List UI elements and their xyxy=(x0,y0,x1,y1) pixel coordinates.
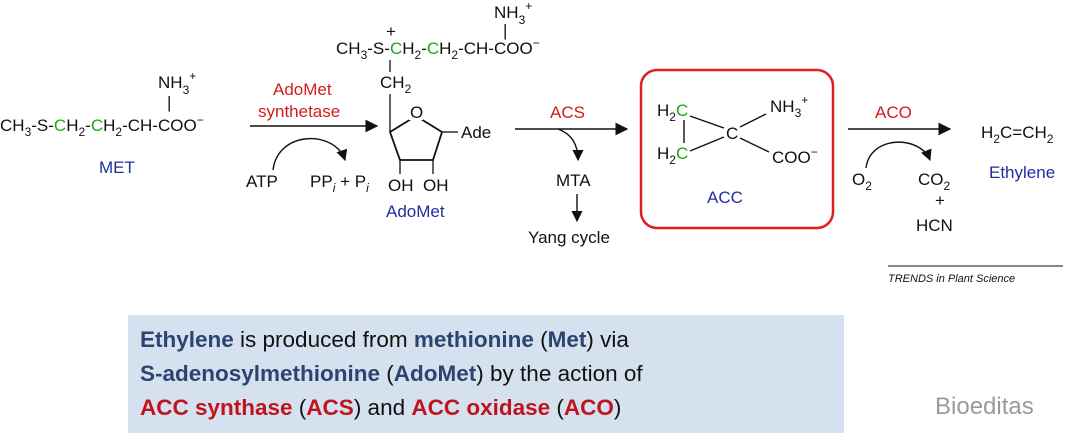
acc-amino-group: NH3+ xyxy=(770,93,808,120)
sulfonium-charge: + xyxy=(386,22,396,41)
term-ethylene: Ethylene xyxy=(140,327,234,352)
step-aco: ACO O2 CO2 + HCN xyxy=(848,103,953,235)
acc-center-carbon: C xyxy=(726,124,738,143)
caption-text: ) and xyxy=(353,395,412,420)
cofactor-arrow-3 xyxy=(865,141,932,169)
term-aco: ACO xyxy=(563,395,614,420)
term-adomet: AdoMet xyxy=(393,361,477,386)
acc-ch2-top: H2C xyxy=(657,101,688,124)
caption-text: ) via xyxy=(586,327,629,352)
mta-label: MTA xyxy=(556,171,591,190)
caption-line-3: ACC synthase (ACS) and ACC oxidase (ACO) xyxy=(140,391,832,425)
ethylene-label: Ethylene xyxy=(989,163,1055,182)
acc-amino-bond xyxy=(739,113,767,128)
pathway-diagram: NH3+ | CH3-S-CH2-CH2-CH-COO− MET AdoMet … xyxy=(0,0,1063,285)
term-met: Met xyxy=(547,327,587,352)
enzyme-adomet-synthetase-line1: AdoMet xyxy=(273,80,332,99)
atp-label: ATP xyxy=(246,172,278,191)
co2-label: CO2 xyxy=(918,170,951,193)
enzyme-adomet-synthetase-line2: synthetase xyxy=(258,102,340,121)
adomet-amino-group: NH3+ xyxy=(494,0,532,27)
step-acs: ACS MTA Yang cycle xyxy=(515,103,629,247)
acc-carboxyl-bond xyxy=(739,137,770,153)
caption-line-2: S-adenosylmethionine (AdoMet) by the act… xyxy=(140,357,832,391)
source-credit: TRENDS in Plant Science xyxy=(888,273,1015,285)
term-acc-oxidase: ACC oxidase xyxy=(411,395,551,420)
term-acc-synthase: ACC synthase xyxy=(140,395,293,420)
adenine-label: Ade xyxy=(461,123,491,142)
adomet-ch2: CH2 xyxy=(380,73,412,96)
caption-text: ( xyxy=(292,395,307,420)
term-s-adenosylmethionine: S-adenosylmethionine xyxy=(140,361,381,386)
caption-text: ( xyxy=(533,327,548,352)
hydroxyl-1: OH xyxy=(388,176,414,195)
watermark-text: Bioeditas xyxy=(935,393,1034,420)
step-adomet-synthetase: AdoMet synthetase ATP PPi + Pi xyxy=(246,80,379,195)
plus-sign: + xyxy=(935,191,945,210)
oxygen-label: O2 xyxy=(852,170,872,193)
enzyme-aco: ACO xyxy=(875,103,912,122)
acc-ring-bond-3 xyxy=(689,136,725,152)
mta-branch-arrow xyxy=(557,128,584,162)
hcn-label: HCN xyxy=(916,216,953,235)
ethylene-formula: H2C=CH2 xyxy=(981,123,1054,146)
enzyme-acs: ACS xyxy=(550,103,585,122)
acc-label: ACC xyxy=(707,188,743,207)
caption-text: ( xyxy=(380,361,394,386)
ring-oxygen: O xyxy=(410,103,423,122)
caption-text: is produced from xyxy=(233,327,414,352)
cofactor-arrow-1 xyxy=(272,138,348,171)
caption-text: ) xyxy=(613,395,622,420)
ribose-ring xyxy=(388,114,444,161)
term-methionine: methionine xyxy=(413,327,534,352)
acc-ring-bond-2 xyxy=(689,115,725,129)
caption-line-1: Ethylene is produced from methionine (Me… xyxy=(140,323,832,357)
acc-highlight-box xyxy=(639,68,835,230)
met-amino-bond: | xyxy=(167,93,171,112)
acc-molecule: H2C H2C C NH3+ COO− ACC xyxy=(639,68,835,230)
summary-caption: Ethylene is produced from methionine (Me… xyxy=(128,315,844,433)
hydroxyl-2: OH xyxy=(423,176,449,195)
caption-text: ) by the action of xyxy=(476,361,643,386)
ring-oxygen-gap xyxy=(409,104,423,120)
yang-cycle-label: Yang cycle xyxy=(528,228,610,247)
term-acs: ACS xyxy=(306,395,354,420)
ppi-pi-label: PPi + Pi xyxy=(310,172,369,195)
adomet-molecule: NH3+ | CH3-S-CH2-CH2-CH-COO− + CH2 O Ade… xyxy=(336,0,540,221)
met-formula: CH3-S-CH2-CH2-CH-COO− xyxy=(0,113,204,139)
met-label: MET xyxy=(99,158,135,177)
acc-carboxylate: COO− xyxy=(772,145,818,167)
acc-ch2-bottom: H2C xyxy=(657,144,688,167)
caption-text: ( xyxy=(550,395,564,420)
ethylene-molecule: H2C=CH2 Ethylene xyxy=(981,123,1055,182)
adomet-formula: CH3-S-CH2-CH2-CH-COO− xyxy=(336,36,540,62)
met-amino-group: NH3+ xyxy=(158,69,196,97)
met-molecule: NH3+ | CH3-S-CH2-CH2-CH-COO− MET xyxy=(0,69,204,177)
adomet-label: AdoMet xyxy=(386,202,445,221)
adomet-amino-bond: | xyxy=(503,21,507,40)
